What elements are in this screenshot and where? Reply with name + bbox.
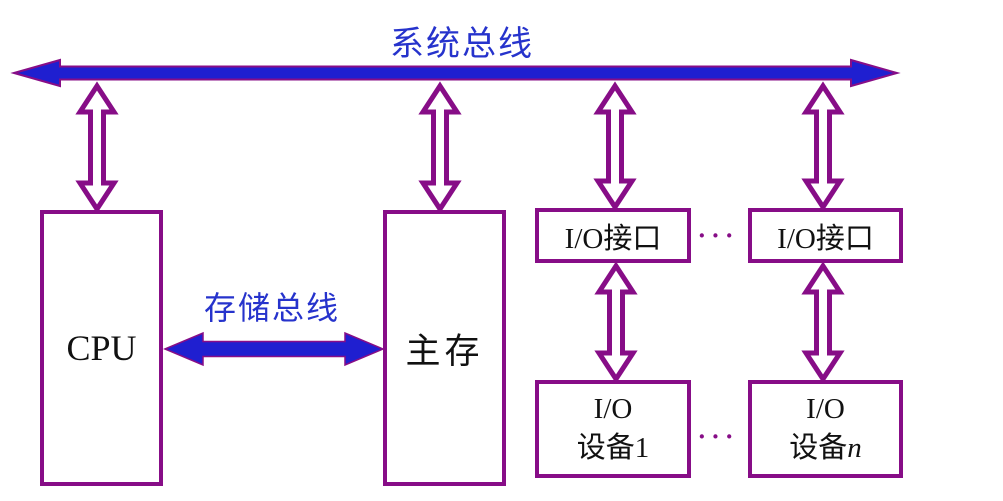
io-device-box-1: I/O 设备1 <box>535 380 691 478</box>
ellipsis-between-interfaces: ··· <box>697 221 739 250</box>
ellipsis-between-devices: ··· <box>697 422 739 451</box>
io-device-1-line2: 设备1 <box>576 432 650 464</box>
bus-tap-arrow-io-interface-1 <box>593 81 637 212</box>
io-device-n-line2: 设备n <box>789 429 862 468</box>
main-memory-label: 主存 <box>405 331 484 371</box>
io-device-n-line2-prefix: 设备 <box>789 432 848 464</box>
cpu-box: CPU <box>40 210 163 486</box>
bus-tap-arrow-io-interface-2 <box>801 81 845 212</box>
cpu-label: CPU <box>66 328 137 368</box>
io-interface-box-2: I/O接口 <box>748 208 903 263</box>
system-bus-label: 系统总线 <box>390 26 534 63</box>
system-bus-arrow <box>10 58 901 88</box>
io-device-1-line1: I/O <box>593 392 633 425</box>
bus-tap-arrow-main-memory <box>418 81 462 214</box>
io-device-box-n: I/O 设备n <box>748 380 903 478</box>
memory-bus-label: 存储总线 <box>203 290 340 326</box>
interface-device-arrow-n <box>801 261 845 384</box>
main-memory-box: 主存 <box>383 210 506 486</box>
io-interface-box-1: I/O接口 <box>535 208 691 263</box>
io-device-n-line2-suffix: n <box>847 432 862 464</box>
io-device-n-line1: I/O <box>806 392 845 425</box>
io-interface-1-label: I/O接口 <box>564 222 662 255</box>
bus-tap-arrow-cpu <box>75 81 119 214</box>
memory-bus-arrow <box>163 331 385 367</box>
interface-device-arrow-1 <box>594 261 638 384</box>
io-interface-2-label: I/O接口 <box>777 222 874 255</box>
